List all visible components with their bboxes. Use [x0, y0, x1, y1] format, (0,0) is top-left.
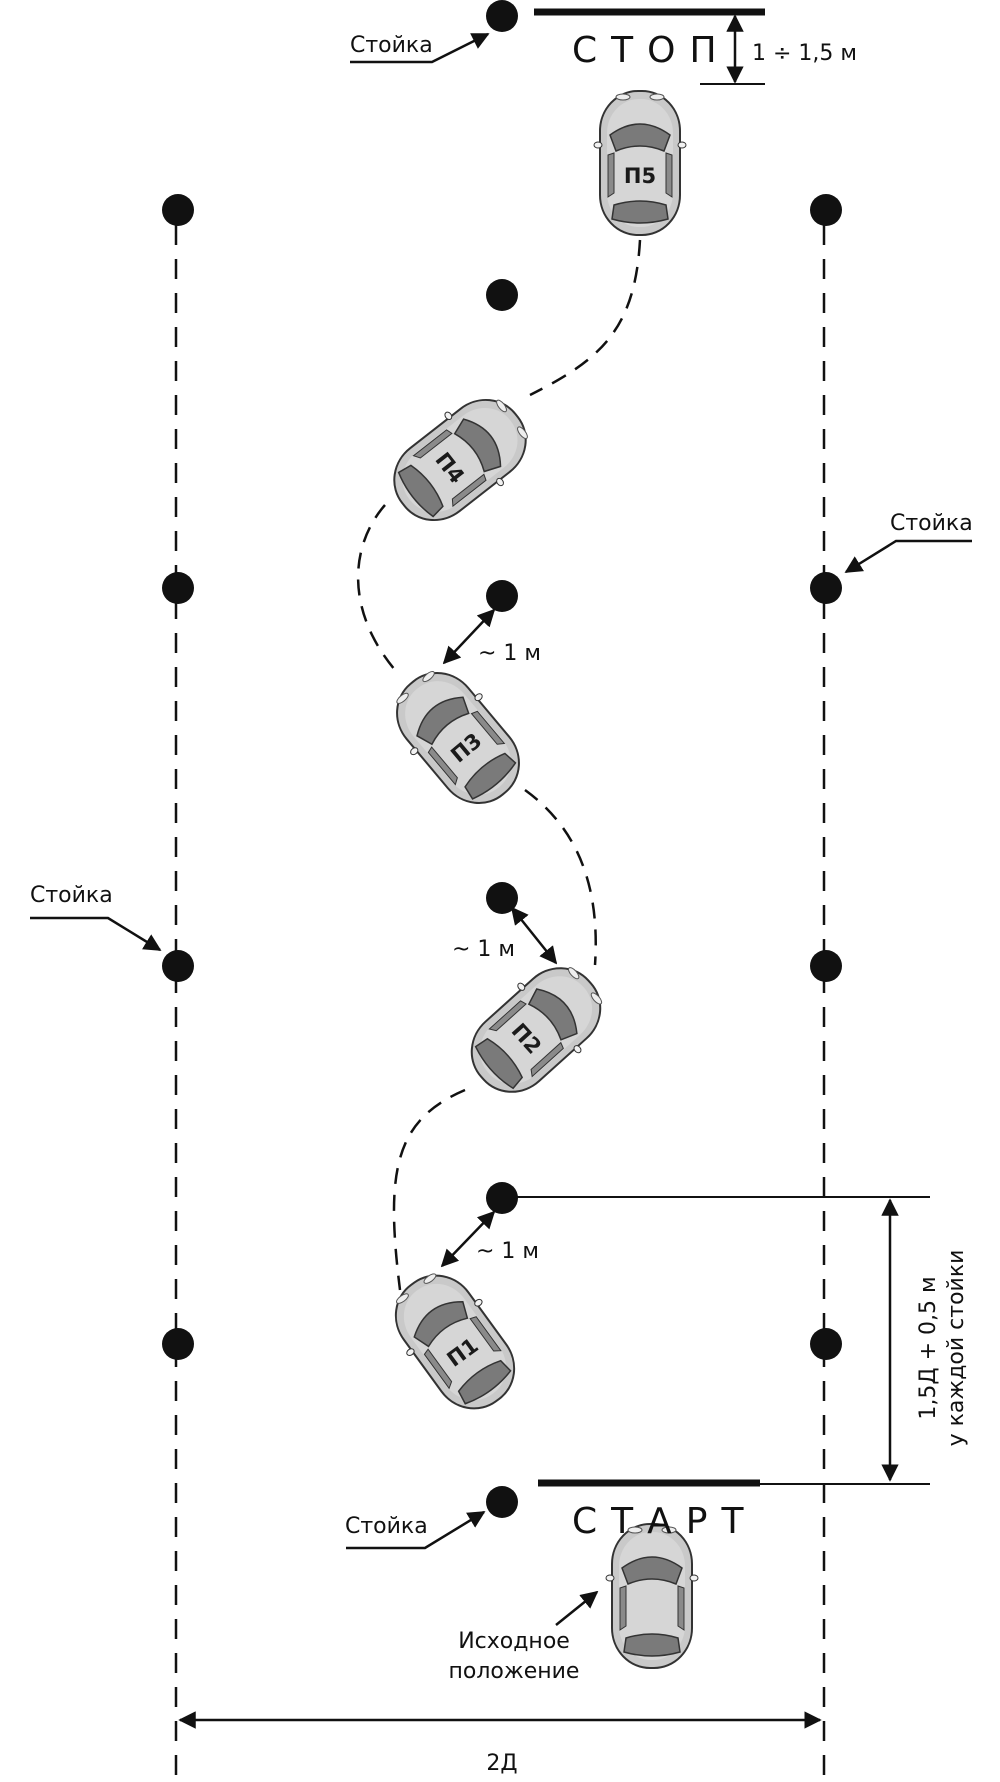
car-p3: П3 [375, 652, 541, 824]
spacing-label-line2: у каждой стойки [944, 1250, 969, 1447]
post [162, 572, 194, 604]
gap-label-p3: ~ 1 м [478, 641, 541, 666]
post-callout-top [350, 32, 490, 64]
car-p5: П5 [593, 90, 687, 236]
vehicle-path [356, 239, 642, 1291]
post [810, 572, 842, 604]
gap-label-p2: ~ 1 м [452, 937, 515, 962]
gap-arrow-p3 [442, 608, 496, 665]
stop-gap-label: 1 ÷ 1,5 м [752, 41, 857, 66]
gap-arrow-p1 [440, 1210, 496, 1268]
car-p4: П4 [373, 378, 547, 542]
initial-position-line1: Исходное [458, 1629, 570, 1654]
gap-arrow-p2 [510, 906, 558, 965]
posts [162, 0, 842, 1518]
post [810, 950, 842, 982]
gap-label-p1: ~ 1 м [476, 1239, 539, 1264]
post [486, 882, 518, 914]
post-callout-bottom [346, 1510, 486, 1550]
start-label: СТАРТ [572, 1501, 757, 1542]
car-plate-p5: П5 [624, 164, 656, 188]
post-label-right: Стойка [890, 511, 973, 536]
post-label-top: Стойка [350, 33, 433, 58]
post [486, 279, 518, 311]
post-label-bottom: Стойка [345, 1514, 428, 1539]
width-label: 2Д [486, 1751, 517, 1776]
post [486, 1486, 518, 1518]
post [486, 580, 518, 612]
post [162, 950, 194, 982]
post [810, 194, 842, 226]
post [486, 0, 518, 32]
post [810, 1328, 842, 1360]
car-initial [605, 1523, 699, 1669]
car-p2: П2 [450, 946, 622, 1114]
post-callout-left [30, 916, 162, 952]
stop-label: СТОП [572, 30, 731, 71]
post [162, 194, 194, 226]
initial-position-line2: положение [449, 1659, 580, 1684]
post-label-left: Стойка [30, 883, 113, 908]
initial-position-arrow [555, 1590, 599, 1626]
spacing-label-line1: 1,5Д + 0,5 м [916, 1276, 941, 1419]
post [162, 1328, 194, 1360]
post [486, 1182, 518, 1214]
post-callout-right [844, 539, 972, 574]
spacing-label: 1,5Д + 0,5 м у каждой стойки [916, 1250, 969, 1447]
car-p1: П1 [374, 1255, 536, 1429]
